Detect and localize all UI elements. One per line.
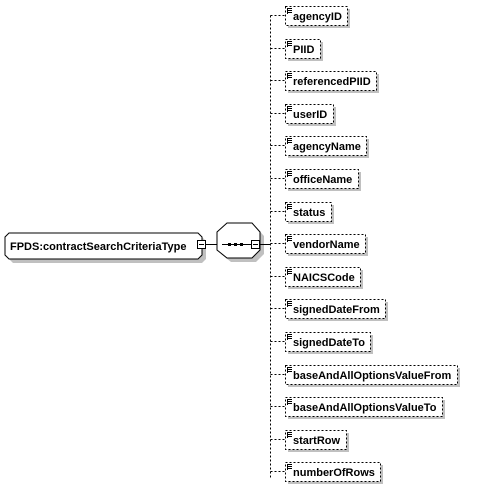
element-label: numberOfRows — [293, 467, 375, 479]
element-label: agencyName — [293, 141, 361, 153]
element-label: status — [293, 207, 325, 219]
element-node[interactable]: startRow — [270, 430, 350, 453]
element-doc-icon — [287, 269, 292, 275]
element-node[interactable]: agencyName — [270, 136, 370, 159]
element-label: PIID — [293, 44, 314, 56]
element-node[interactable]: signedDateTo — [270, 332, 374, 355]
element-doc-icon — [287, 399, 292, 405]
element-doc-icon — [287, 367, 292, 373]
element-doc-icon — [287, 301, 292, 307]
element-doc-icon — [287, 432, 292, 438]
element-box — [285, 39, 321, 59]
root-type-label: FPDS:contractSearchCriteriaType — [10, 241, 186, 253]
element-box — [285, 202, 332, 222]
element-label: agencyID — [293, 11, 342, 23]
element-doc-icon — [287, 8, 292, 14]
element-doc-icon — [287, 106, 292, 112]
element-label: baseAndAllOptionsValueTo — [293, 402, 437, 414]
element-label: vendorName — [293, 239, 360, 251]
element-doc-icon — [287, 138, 292, 144]
element-doc-icon — [287, 73, 292, 79]
element-label: referencedPIID — [293, 76, 371, 88]
element-node[interactable]: vendorName — [270, 234, 369, 257]
element-doc-icon — [287, 41, 292, 47]
element-doc-icon — [287, 171, 292, 177]
root-collapse-minus-icon[interactable] — [197, 240, 206, 249]
element-box — [285, 397, 443, 417]
element-box — [285, 71, 377, 91]
sequence-compositor[interactable] — [216, 222, 264, 262]
element-box — [285, 430, 347, 450]
element-label: signedDateFrom — [293, 304, 380, 316]
element-label: officeName — [293, 174, 352, 186]
element-box — [285, 462, 381, 482]
child-elements: agencyID PIID referencedPIID userID agencyNa… — [270, 6, 461, 485]
element-node[interactable]: baseAndAllOptionsValueFrom — [270, 365, 461, 388]
element-box — [285, 365, 458, 385]
element-node[interactable]: baseAndAllOptionsValueTo — [270, 397, 446, 420]
element-box — [285, 234, 366, 254]
element-doc-icon — [287, 334, 292, 340]
element-box — [285, 267, 361, 287]
element-node[interactable]: NAICSCode — [270, 267, 364, 290]
element-node[interactable]: numberOfRows — [270, 462, 384, 485]
element-doc-icon — [287, 464, 292, 470]
element-label: startRow — [293, 435, 341, 447]
element-label: userID — [293, 109, 327, 121]
root-type-node[interactable]: FPDS:contractSearchCriteriaType — [4, 232, 206, 263]
element-node[interactable]: userID — [270, 104, 337, 127]
element-box — [285, 104, 334, 124]
element-box — [285, 169, 359, 189]
element-node[interactable]: status — [270, 202, 335, 225]
element-node[interactable]: referencedPIID — [270, 71, 380, 94]
element-doc-icon — [287, 204, 292, 210]
element-label: baseAndAllOptionsValueFrom — [293, 370, 452, 382]
element-node[interactable]: agencyID — [270, 6, 351, 29]
element-node[interactable]: signedDateFrom — [270, 299, 389, 322]
element-label: NAICSCode — [293, 272, 355, 284]
element-box — [285, 136, 367, 156]
element-node[interactable]: PIID — [270, 39, 324, 62]
element-node[interactable]: officeName — [270, 169, 362, 192]
element-box — [285, 299, 386, 319]
sequence-collapse-minus-icon[interactable] — [251, 240, 260, 249]
element-doc-icon — [287, 236, 292, 242]
element-box — [285, 6, 348, 26]
element-box — [285, 332, 371, 352]
element-label: signedDateTo — [293, 337, 365, 349]
